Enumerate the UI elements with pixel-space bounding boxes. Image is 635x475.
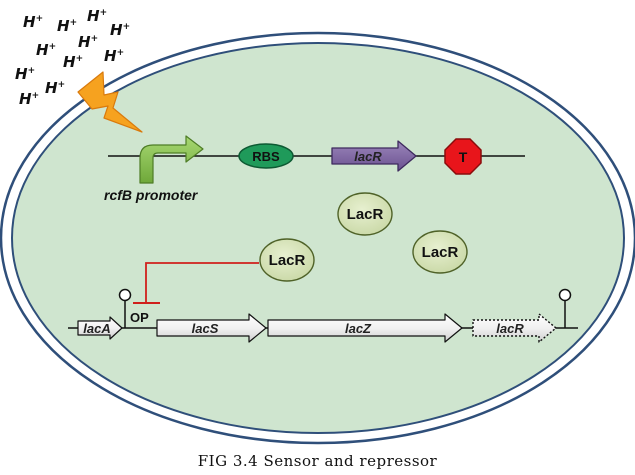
rbs-element bbox=[238, 143, 294, 169]
terminator-head-left bbox=[118, 288, 132, 302]
operator-label: OP bbox=[130, 310, 149, 325]
lacs-gene-label: lacS bbox=[192, 321, 219, 336]
terminator-head-right bbox=[558, 288, 572, 302]
terminator-label: T bbox=[459, 149, 468, 165]
proton-label: H+ bbox=[104, 47, 124, 65]
proton-label: H+ bbox=[78, 33, 98, 51]
lacr-gene-label: lacR bbox=[354, 149, 382, 164]
proton-label: H+ bbox=[15, 65, 35, 83]
proton-label: H+ bbox=[23, 13, 43, 31]
svg-text:LacR: LacR bbox=[422, 244, 459, 261]
lacz-gene-arrow bbox=[267, 313, 463, 343]
proton-label: H+ bbox=[57, 17, 77, 35]
lacr-deleted-gene-label: lacR bbox=[496, 321, 524, 336]
lacz-gene-label: lacZ bbox=[345, 321, 372, 336]
proton-cluster: H+ H+ H+ H+ H+ H+ H+ H+ H+ H+ H+ bbox=[15, 7, 130, 108]
lacr-protein: LacR bbox=[337, 192, 393, 236]
proton-label: H+ bbox=[36, 41, 56, 59]
proton-label: H+ bbox=[110, 21, 130, 39]
svg-text:LacR: LacR bbox=[347, 206, 384, 223]
laca-gene-label: lacA bbox=[83, 321, 110, 336]
repression-line bbox=[145, 262, 259, 303]
terminator-icon bbox=[444, 138, 482, 175]
figure-caption: FIG 3.4 Sensor and repressor bbox=[197, 452, 438, 470]
lightning-bolt-icon bbox=[77, 71, 143, 133]
lacr-gene-arrow bbox=[331, 140, 417, 172]
lacr-protein: LacR bbox=[412, 230, 468, 274]
svg-text:LacR: LacR bbox=[269, 252, 306, 269]
proton-label: H+ bbox=[87, 7, 107, 25]
promoter-arrow-icon bbox=[139, 135, 204, 184]
proton-label: H+ bbox=[45, 79, 65, 97]
lacr-protein-bound: LacR bbox=[259, 238, 315, 282]
promoter-label: rcfB promoter bbox=[104, 187, 199, 203]
lacs-gene-arrow bbox=[156, 313, 267, 343]
laca-gene-arrow bbox=[77, 316, 123, 340]
rbs-label: RBS bbox=[252, 149, 280, 164]
lacr-deleted-gene-arrow bbox=[472, 313, 557, 343]
proton-label: H+ bbox=[19, 90, 39, 108]
proton-label: H+ bbox=[63, 53, 83, 71]
